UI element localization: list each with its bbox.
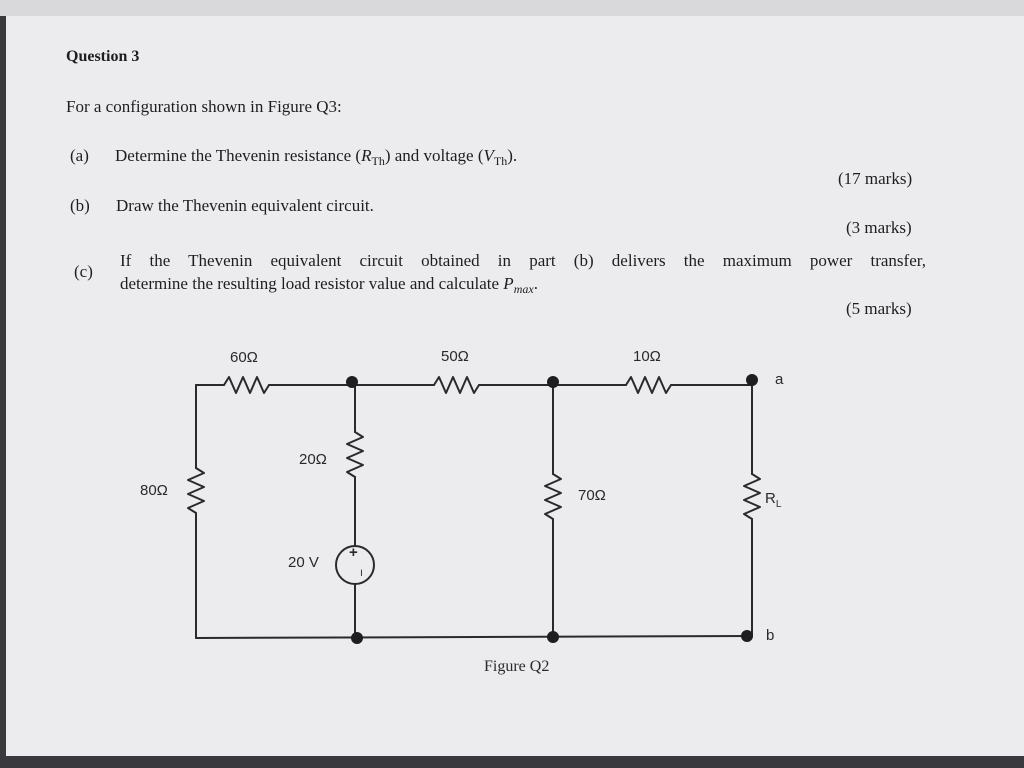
part-b-marks: (3 marks) [846,218,912,237]
question-title: Question 3 [66,48,140,65]
node-bottom-1 [351,632,363,644]
wire-bottom [195,635,753,639]
source-plus: + [349,544,358,561]
resistor-80-zigzag [187,467,205,514]
part-a-label: (a) [70,146,89,165]
node-terminal-a [746,374,758,386]
label-r70: 70Ω [578,487,606,504]
top-edge [0,0,1024,16]
source-minus: − [354,569,369,577]
label-r10: 10Ω [633,348,661,365]
resistor-50-zigzag [433,376,480,394]
label-r80: 80Ω [140,482,168,499]
resistor-rl-zigzag [743,473,761,520]
node-terminal-b [741,630,753,642]
label-terminal-a: a [775,371,784,388]
part-c-label: (c) [74,262,93,281]
resistor-70-zigzag [544,473,562,520]
label-terminal-b: b [766,627,774,644]
figure-caption: Figure Q2 [484,658,549,675]
part-c-line2: determine the resulting load resistor va… [120,274,538,296]
question-intro: For a configuration shown in Figure Q3: [66,97,342,116]
part-b-label: (b) [70,196,90,215]
label-r60: 60Ω [230,349,258,366]
label-rl: RL [765,490,782,510]
part-a-marks: (17 marks) [838,169,913,188]
node-top-2 [547,376,559,388]
node-bottom-2 [547,631,559,643]
part-c-marks: (5 marks) [846,299,912,318]
label-r20: 20Ω [299,451,327,468]
label-r50: 50Ω [441,348,469,365]
part-c-line1: If the Thevenin equivalent circuit obtai… [120,251,926,270]
resistor-60-zigzag [223,376,270,394]
resistor-10-zigzag [625,376,672,394]
resistor-20-zigzag [346,431,364,478]
part-b-text: Draw the Thevenin equivalent circuit. [116,196,374,215]
part-a-text: Determine the Thevenin resistance (RTh) … [115,146,518,168]
label-source: 20 V [288,554,319,571]
node-top-1 [346,376,358,388]
